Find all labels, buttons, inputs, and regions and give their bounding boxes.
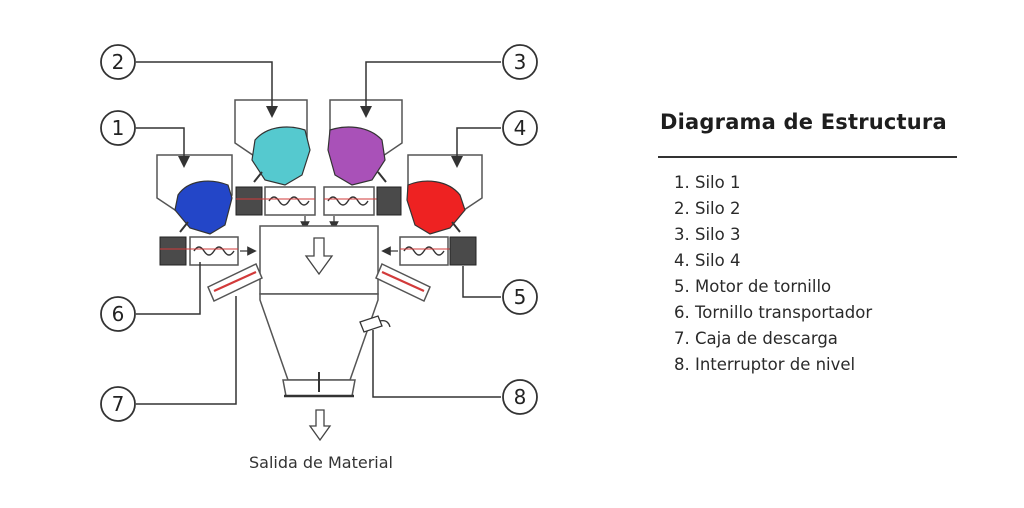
legend-item: 5. Motor de tornillo [674,277,832,296]
discharge-box [259,225,379,398]
legend-item: 8. Interruptor de nivel [674,355,856,374]
callout-8: 8 [502,379,538,415]
legend-item: 2. Silo 2 [674,199,741,218]
svg-text:2: 2 [112,50,125,74]
legend-item: 4. Silo 4 [674,251,741,270]
legend: Diagrama de Estructura 1. Silo 1 2. Silo… [658,110,958,378]
callout-6: 6 [100,296,136,332]
silo-1 [156,154,257,266]
callout-2: 2 [100,44,136,80]
callout-5: 5 [502,279,538,315]
screw-conveyor-right [375,262,431,303]
output-label: Salida de Material [249,453,393,472]
svg-text:7: 7 [112,392,125,416]
legend-item: 7. Caja de descarga [674,329,838,348]
callout-3: 3 [502,44,538,80]
legend-item: 1. Silo 1 [674,173,741,192]
svg-text:6: 6 [112,302,125,326]
legend-title: Diagrama de Estructura [660,110,947,134]
callout-1: 1 [100,110,136,146]
silo-4 [381,154,483,266]
structure-diagram: Salida de Material 1 2 3 4 5 6 7 [100,44,538,472]
output-arrow [308,409,332,442]
svg-text:5: 5 [514,285,527,309]
silo-2 [234,99,316,231]
level-switch [359,315,391,333]
silo-3 [323,99,403,231]
svg-text:8: 8 [514,385,527,409]
svg-text:1: 1 [112,116,125,140]
legend-list: 1. Silo 1 2. Silo 2 3. Silo 3 4. Silo 4 … [658,170,958,378]
legend-item: 3. Silo 3 [674,225,741,244]
svg-text:3: 3 [514,50,527,74]
leader-lines [136,61,501,405]
callout-4: 4 [502,110,538,146]
svg-text:4: 4 [514,116,527,140]
legend-item: 6. Tornillo transportador [674,303,873,322]
callout-7: 7 [100,386,136,422]
legend-divider [658,156,957,158]
screw-conveyor-left [207,262,263,303]
